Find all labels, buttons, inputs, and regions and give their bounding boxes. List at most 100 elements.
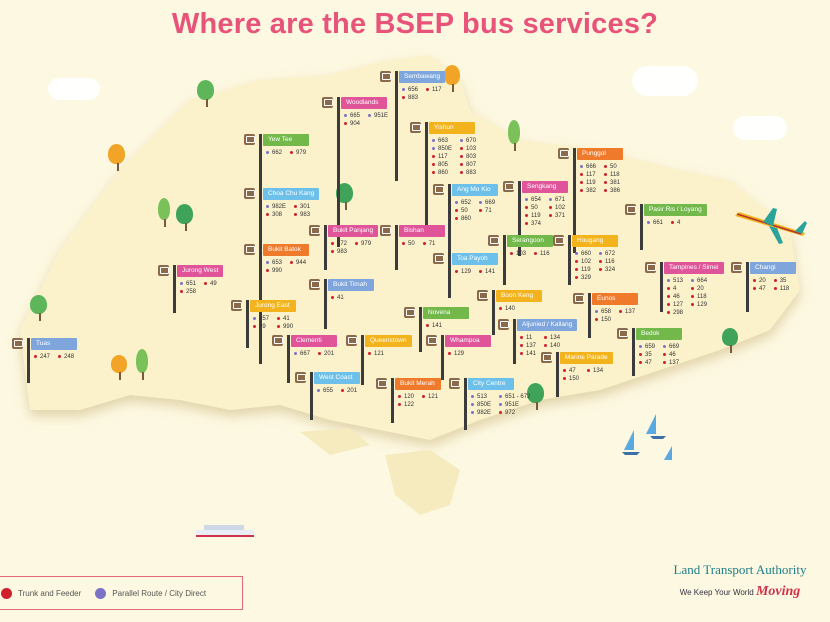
trunk-service: 129 — [691, 301, 707, 309]
trunk-service: 983 — [331, 248, 347, 256]
trunk-service: 371 — [549, 212, 565, 220]
bus-icon — [380, 71, 391, 82]
sign-pole — [246, 300, 249, 348]
parallel-service: 661 — [647, 219, 663, 227]
trunk-service: 117 — [580, 171, 596, 179]
trunk-service: 11 — [520, 334, 536, 342]
tree — [527, 383, 544, 410]
parallel-service: 651 — [180, 280, 196, 288]
trunk-service: 137 — [520, 342, 536, 350]
station-label: Punggol — [577, 148, 623, 160]
trunk-service: 860 — [432, 169, 452, 177]
parallel-service: 672 — [599, 250, 615, 258]
bus-icon — [12, 338, 23, 349]
station-label: Boon Keng — [496, 290, 542, 302]
station-label: Serangoon — [507, 235, 553, 247]
logo-tagline-emphasis: Moving — [755, 584, 801, 599]
sign-pole — [310, 372, 313, 420]
bus-icon — [295, 372, 306, 383]
parallel-service: 513 — [471, 393, 491, 401]
bus-icon — [426, 335, 437, 346]
bus-icon — [503, 181, 514, 192]
tree — [508, 120, 520, 151]
tree — [197, 80, 214, 107]
logo-name: Land Transport Authority — [673, 562, 807, 577]
parallel-service: 669 — [663, 343, 679, 351]
sign-pole — [324, 279, 327, 329]
parallel-service: 664 — [691, 277, 707, 285]
trunk-service: 117 — [432, 153, 452, 161]
trunk-service: 137 — [619, 308, 635, 316]
station-label: Novena — [423, 307, 469, 319]
bus-icon — [433, 184, 444, 195]
trunk-service: 141 — [520, 350, 536, 358]
sign-pole — [448, 253, 451, 298]
service-list: 141 — [426, 322, 450, 330]
trunk-service: 71 — [479, 207, 495, 215]
station-label: Bedok — [636, 328, 682, 340]
bus-icon — [553, 235, 564, 246]
parallel-legend-dot — [95, 587, 107, 599]
trunk-service: 129 — [448, 350, 464, 358]
trunk-service: 119 — [575, 266, 591, 274]
cruise-ship-icon — [196, 525, 254, 537]
parallel-service: 669 — [479, 199, 495, 207]
station-label: Clementi — [291, 335, 337, 347]
trunk-service: 883 — [402, 94, 418, 102]
station-label: Pasir Ris / Loyang — [644, 204, 707, 216]
bus-icon — [645, 262, 656, 273]
trunk-service: 117 — [426, 86, 442, 94]
cloud — [733, 116, 787, 140]
station-label: Tampines / Simei — [664, 262, 724, 274]
bus-icon — [731, 262, 742, 273]
sign-pole — [503, 235, 506, 285]
trunk-service: 979 — [290, 149, 306, 157]
station-label: Yew Tee — [263, 134, 309, 146]
parallel-service: 651 - 672 — [499, 393, 530, 401]
bus-icon — [244, 134, 255, 145]
legend: Trunk and Feeder Parallel Route / City D… — [0, 576, 243, 610]
station-label: Bukit Panjang — [328, 225, 379, 237]
sailboats-icon — [622, 414, 672, 460]
sign-pole — [660, 262, 663, 312]
trunk-service: 990 — [277, 323, 293, 331]
trunk-service: 49 — [204, 280, 217, 288]
cloud — [632, 66, 698, 96]
trunk-service: 118 — [691, 293, 707, 301]
trunk-service: 324 — [599, 266, 615, 274]
sentosa-island — [300, 428, 370, 455]
sign-pole — [395, 225, 398, 270]
service-list: 41 — [331, 294, 352, 302]
trunk-service: 983 — [294, 211, 310, 219]
trunk-service: 50 — [604, 163, 620, 171]
trunk-service: 979 — [355, 240, 371, 248]
sign-pole — [492, 290, 495, 335]
trunk-service: 120 — [398, 393, 414, 401]
sign-pole — [287, 335, 290, 383]
trunk-service: 50 — [402, 240, 415, 248]
station-label: Jurong East — [250, 300, 296, 312]
trunk-service: 71 — [423, 240, 436, 248]
trunk-service: 141 — [426, 322, 442, 330]
parallel-service: 670 — [460, 137, 476, 145]
station-label: Changi — [750, 262, 796, 274]
parallel-service: 663 — [432, 137, 452, 145]
bus-icon — [477, 290, 488, 301]
bus-icon — [346, 335, 357, 346]
parallel-service: 660 — [575, 250, 591, 258]
parallel-service: 659 — [639, 343, 655, 351]
